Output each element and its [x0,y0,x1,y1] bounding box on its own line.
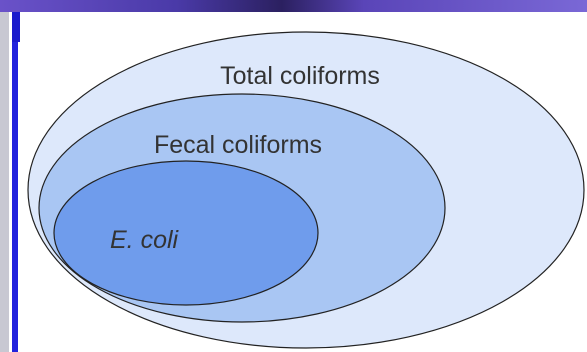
total-coliforms-label: Total coliforms [220,62,380,90]
e-coli-ellipse [54,161,318,305]
e-coli-label: E. coli [110,226,180,254]
fecal-coliforms-label: Fecal coliforms [154,131,322,159]
